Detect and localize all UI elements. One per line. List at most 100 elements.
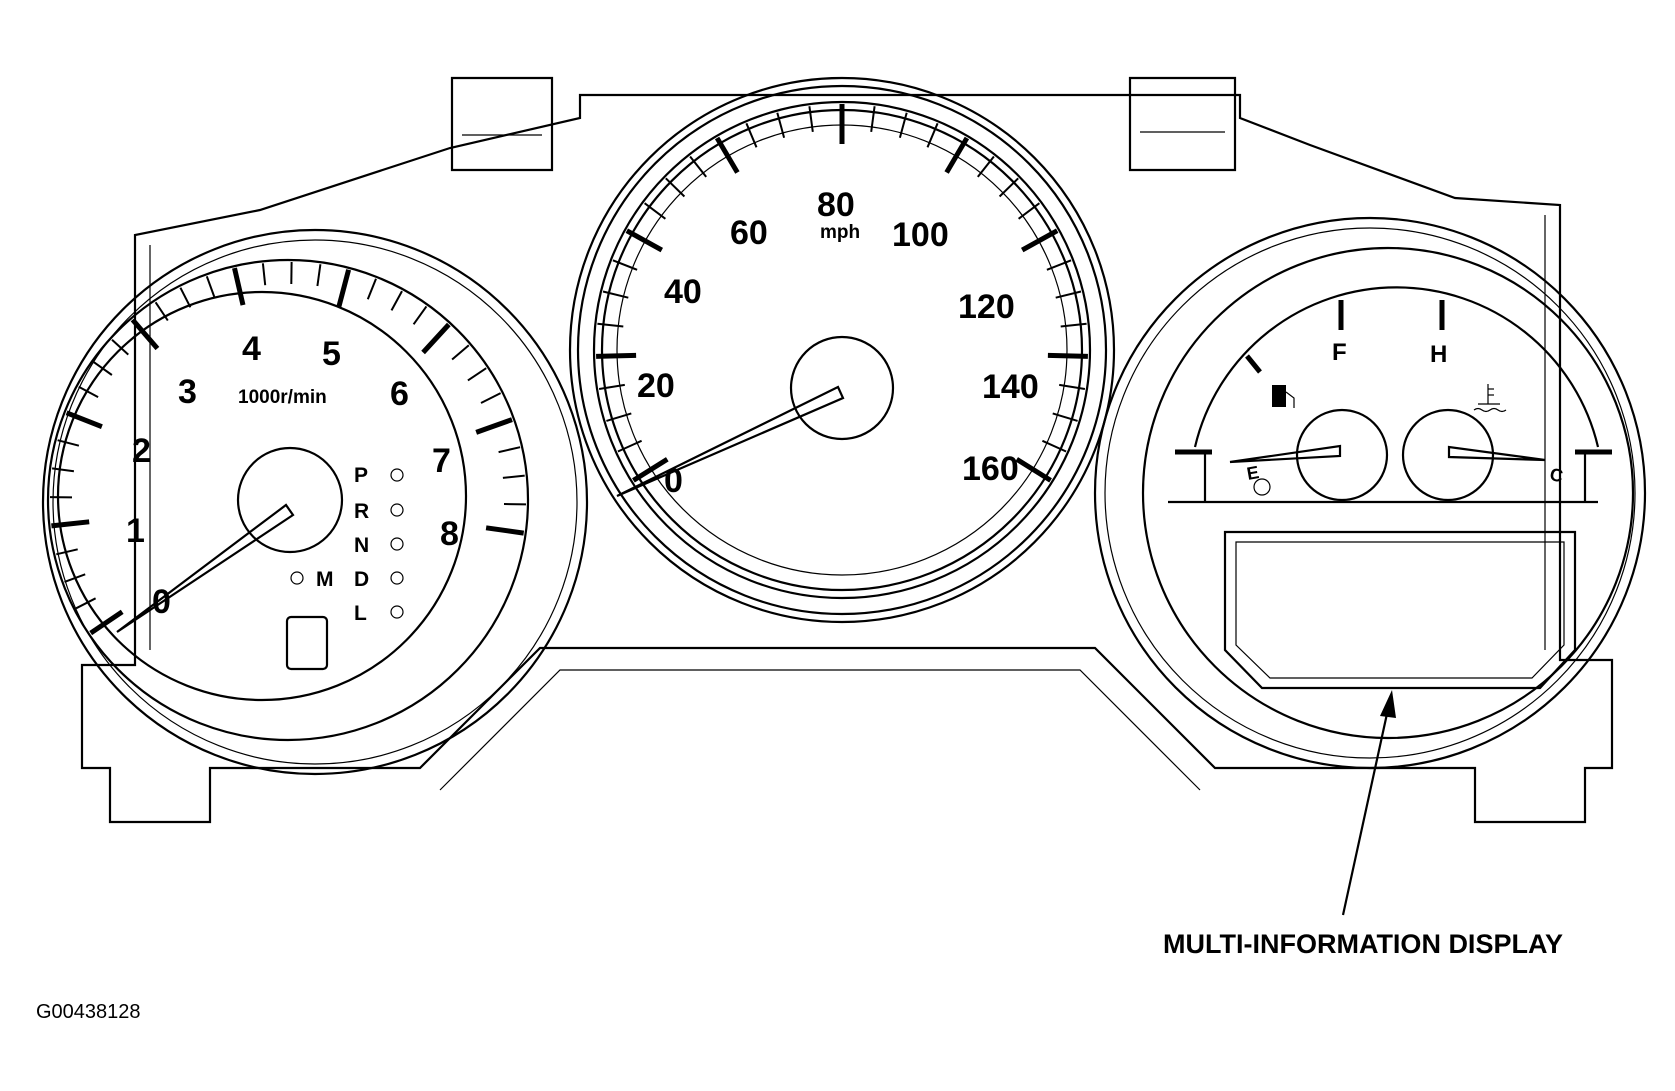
tachometer-minor-tick <box>467 367 487 382</box>
tachometer-major-tick <box>232 267 246 306</box>
tachometer-minor-tick <box>498 446 521 454</box>
tachometer-minor-tick <box>502 474 525 479</box>
speedometer-minor-tick <box>643 202 667 220</box>
callout-label: MULTI-INFORMATION DISPLAY <box>1163 929 1563 959</box>
temp-gauge-hub <box>1401 408 1495 502</box>
speedometer-minor-tick <box>1055 290 1082 299</box>
speed-number-0: 0 <box>664 462 683 500</box>
speed-number-120: 120 <box>958 288 1015 326</box>
tachometer-minor-tick <box>390 290 403 311</box>
tachometer: 0 1 2 3 4 5 6 7 8 1000r/min P R N D L M <box>41 228 589 776</box>
speedometer-minor-tick <box>1041 439 1067 453</box>
speedometer-ticks <box>596 104 1088 483</box>
speedometer-minor-tick <box>808 106 814 133</box>
speedometer: 0 20 40 60 80 100 120 140 160 mph <box>568 76 1116 624</box>
tachometer-minor-tick <box>57 439 80 447</box>
coolant-temperature-icon <box>1473 384 1507 413</box>
speedometer-minor-tick <box>977 155 995 178</box>
tachometer-minor-tick <box>154 301 169 322</box>
multi-information-display <box>1223 530 1577 690</box>
callout-arrowhead <box>1380 690 1396 718</box>
figure-id: G00438128 <box>36 1001 141 1023</box>
tachometer-major-tick <box>130 318 160 351</box>
cluster-housing <box>80 76 1614 824</box>
tachometer-minor-tick <box>93 361 113 376</box>
speedometer-minor-tick <box>612 259 638 271</box>
tach-number-2: 2 <box>132 432 151 470</box>
tach-number-4: 4 <box>242 330 261 368</box>
speedometer-minor-tick <box>1052 412 1078 422</box>
temp-gauge-needle <box>1447 445 1546 462</box>
tachometer-minor-tick <box>56 548 78 556</box>
speedometer-major-tick <box>596 352 637 359</box>
fuel-empty-label: E <box>1245 462 1260 484</box>
gear-letter-p: P <box>354 464 368 487</box>
tachometer-major-tick <box>421 322 451 355</box>
speed-number-20: 20 <box>637 367 675 405</box>
speedometer-major-tick <box>714 136 740 174</box>
tachometer-unit-label: 1000r/min <box>238 387 327 408</box>
temp-hot-label: H <box>1430 341 1447 368</box>
fuel-pump-icon <box>1272 385 1286 407</box>
tachometer-minor-tick <box>316 264 322 287</box>
tachometer-minor-tick <box>205 275 216 298</box>
callout: MULTI-INFORMATION DISPLAY <box>1163 690 1563 959</box>
tach-number-0: 0 <box>152 583 171 621</box>
tachometer-major-tick <box>51 519 90 529</box>
speedometer-minor-tick <box>665 177 686 198</box>
fuel-gauge-hub <box>1295 408 1389 502</box>
tachometer-numbers: 0 1 2 3 4 5 6 7 8 <box>126 330 459 621</box>
tachometer-minor-tick <box>451 344 470 361</box>
speedometer-minor-tick <box>597 322 624 328</box>
speedometer-needle <box>616 385 845 498</box>
tachometer-minor-tick <box>75 597 97 610</box>
gear-letter-r: R <box>354 500 369 523</box>
tachometer-hub <box>236 446 344 554</box>
speedometer-minor-tick <box>745 122 758 148</box>
speedometer-major-tick <box>944 136 970 174</box>
fuel-gauge-needle <box>1229 444 1342 464</box>
speed-number-140: 140 <box>982 368 1039 406</box>
tachometer-minor-tick <box>179 287 192 308</box>
speed-number-80: 80 <box>817 186 855 224</box>
speedometer-major-tick <box>632 457 669 483</box>
tachometer-minor-tick <box>78 385 99 398</box>
tachometer-major-tick <box>65 410 103 430</box>
speedometer-major-tick <box>1015 457 1052 483</box>
tachometer-minor-tick <box>366 278 377 300</box>
speedometer-minor-tick <box>1017 202 1041 220</box>
speedometer-minor-tick <box>1059 383 1086 390</box>
tachometer-major-tick <box>336 269 352 308</box>
tachometer-minor-tick <box>261 263 267 286</box>
speedometer-minor-tick <box>898 112 908 138</box>
tach-number-8: 8 <box>440 515 459 553</box>
tach-number-6: 6 <box>390 375 409 413</box>
speedometer-minor-tick <box>606 412 632 422</box>
tachometer-needle <box>116 503 295 633</box>
speedometer-minor-tick <box>598 383 625 390</box>
tach-number-1: 1 <box>126 512 145 550</box>
speedometer-minor-tick <box>1060 322 1087 328</box>
speedometer-minor-tick <box>602 290 629 299</box>
speedometer-unit-label: mph <box>820 222 860 243</box>
temp-cold-label: C <box>1548 464 1564 486</box>
speed-number-40: 40 <box>664 273 702 311</box>
tach-number-3: 3 <box>178 373 197 411</box>
speed-number-60: 60 <box>730 214 768 252</box>
speedometer-major-tick <box>1020 228 1059 253</box>
speedometer-minor-tick <box>870 106 876 133</box>
tachometer-minor-tick <box>111 339 129 356</box>
gear-letter-m: M <box>316 568 334 591</box>
gear-position-display <box>285 615 329 671</box>
speedometer-minor-tick <box>776 112 786 138</box>
tach-number-5: 5 <box>322 335 341 373</box>
gear-letter-n: N <box>354 534 369 557</box>
speedometer-minor-tick <box>926 122 939 148</box>
tachometer-major-tick <box>485 525 525 536</box>
tachometer-major-tick <box>89 609 124 636</box>
tachometer-minor-tick <box>412 305 428 325</box>
gear-indicator: P R N D L M <box>285 464 404 671</box>
tachometer-major-tick <box>475 417 513 435</box>
gear-letter-d: D <box>354 568 369 591</box>
